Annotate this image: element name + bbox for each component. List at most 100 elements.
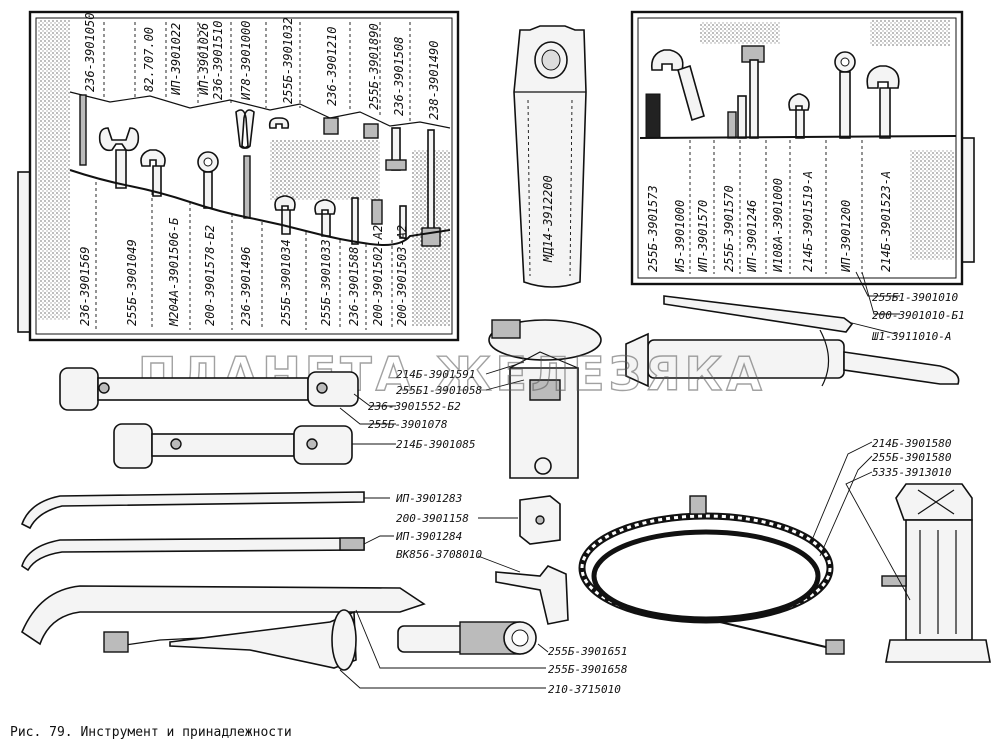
part-label: 82.707.00 — [142, 27, 156, 92]
part-label: И78-3901000 — [239, 21, 253, 101]
lower-pocket-edge — [69, 169, 451, 246]
jack-cap-icon — [895, 483, 973, 521]
open-wrench-icon — [98, 127, 140, 189]
callout-label: 210-3715010 — [548, 683, 621, 696]
jack-body-icon — [905, 519, 973, 641]
callout-label: 255Б-3901078 — [368, 418, 448, 431]
hammer-handle-icon — [749, 59, 759, 139]
callout-label: 5335-3913010 — [872, 466, 952, 479]
part-label: 255Б-3901570 — [722, 185, 736, 272]
socket-icon — [363, 123, 379, 139]
open-wrench-icon — [274, 195, 296, 235]
pry-bar-icon — [21, 585, 426, 646]
left-roll-tools — [79, 94, 441, 247]
right-roll-tools — [645, 45, 900, 139]
right-pocket-edge — [639, 135, 957, 139]
socket-wrench-bar-icon — [97, 377, 309, 401]
lever-callouts: ИП-3901283 ИП-3901284 — [363, 492, 462, 545]
part-label: ИП-3901200 — [839, 200, 853, 273]
part-label: ИП-3901246 — [745, 200, 759, 273]
hose-fitting-icon — [689, 495, 707, 515]
tire-lever-icon — [21, 491, 365, 530]
screwdriver-icon — [243, 155, 251, 219]
callout-label: 255Б-3901651 — [548, 645, 627, 658]
right-roll-strap — [961, 137, 975, 263]
air-hose — [578, 495, 845, 655]
callout-label: 200-3901158 — [396, 512, 469, 525]
hydraulic-jack — [881, 483, 991, 663]
hose-chuck-icon — [825, 639, 845, 655]
part-label: ИП-3901026 — [197, 23, 211, 96]
part-label: 238-3901490 — [427, 41, 441, 120]
socket-wrench-end-icon — [307, 371, 359, 407]
part-label: 236-3901508 — [392, 37, 406, 116]
plug-icon — [103, 631, 129, 653]
callout-label: 214Б-3901591 — [396, 368, 475, 381]
small-callouts: 200-3901158 ВК856-3708010 — [396, 512, 521, 573]
callout-label: 236-3901552-Б2 — [368, 400, 461, 413]
part-label: М204А-3901506-Б — [167, 217, 181, 327]
callout-label: 214Б-3901085 — [396, 438, 475, 451]
left-top-pocket-lines — [103, 22, 411, 122]
tool-pouch: МД14-3912200 — [513, 25, 587, 288]
tire-pump — [488, 319, 602, 479]
left-top-labels: 236-3901050 82.707.00 ИП-3901022 ИП-3901… — [83, 13, 441, 120]
grease-gun — [625, 295, 960, 388]
callout-label: ВК856-3708010 — [396, 548, 482, 561]
callout-label: 255Б-3901658 — [548, 663, 628, 676]
small-parts — [495, 495, 569, 625]
part-label: 236-3901210 — [325, 27, 339, 106]
tire-lever-icon — [21, 537, 365, 572]
right-roll-labels: 255Б-3901573 И5-3901000 ИП-3901570 255Б-… — [646, 171, 893, 273]
right-roll-callouts: 255Б1-3901010 200-3901010-Б1 Ш1-3911010-… — [839, 271, 965, 343]
socket-wrench-end-icon — [293, 425, 353, 465]
part-label: 214Б-3901519-А — [801, 171, 815, 272]
right-roll-frame — [630, 10, 964, 286]
callout-label: ИП-3901284 — [395, 530, 462, 543]
spanner-head-icon — [268, 117, 290, 129]
drift-icon — [79, 94, 87, 166]
part-label: ИП-3901570 — [696, 200, 710, 273]
part-label: 255Б-3901032 — [281, 17, 295, 104]
wheel-brace — [397, 621, 537, 655]
socket-wrench-end-icon — [113, 423, 153, 469]
part-label: 214Б-3901523-А — [879, 171, 893, 272]
adjustable-wrench-icon — [650, 49, 684, 71]
open-wrench-icon — [314, 199, 336, 237]
callout-label: 214Б-3901580 — [872, 437, 952, 450]
socket-icon — [371, 199, 383, 225]
part-label: ИП-3901022 — [169, 23, 183, 96]
left-bottom-labels: 236-3901569 255Б-3901049 М204А-3901506-Б… — [78, 217, 409, 327]
callout-label: 255Б-3901580 — [872, 451, 952, 464]
part-label: И108А-3901000 — [771, 178, 785, 273]
part-label: 200-3901502-А2 — [371, 225, 385, 326]
part-label: 255Б-3901033 — [319, 239, 333, 326]
part-label: И5-3901000 — [673, 200, 687, 273]
hose-tail-icon — [719, 621, 831, 649]
bracket-icon — [495, 565, 569, 625]
callout-label: 255Б1-3901010 — [872, 291, 958, 304]
left-tool-roll: 236-3901050 82.707.00 ИП-3901022 ИП-3901… — [17, 10, 460, 342]
long-rod-icon — [427, 129, 435, 231]
right-tool-roll: 255Б-3901573 И5-3901000 ИП-3901570 255Б-… — [630, 10, 975, 286]
pouch-label: МД14-3912200 — [541, 175, 555, 263]
left-bottom-pocket-lines — [95, 182, 393, 330]
bottom-callouts: 255Б-3901651 255Б-3901658 210-3715010 — [339, 609, 628, 696]
open-wrench-icon — [788, 93, 810, 139]
part-label: 255Б-3901034 — [279, 239, 293, 326]
grease-gun-nozzle-icon — [843, 351, 960, 385]
part-label: 236-3901510 — [211, 21, 225, 100]
funnel-icon — [169, 610, 357, 669]
wrench-callouts: 236-3901552-Б2 255Б-3901078 214Б-3901085 — [339, 393, 475, 451]
hex-socket-body-icon — [509, 367, 579, 479]
jack-callouts: 214Б-3901580 255Б-3901580 5335-3913010 — [811, 437, 952, 601]
part-label: 200-3901578-Б2 — [203, 225, 217, 326]
callout-label: ИП-3901283 — [395, 492, 462, 505]
tire-levers — [21, 491, 365, 572]
part-label: 236-3901569 — [78, 247, 92, 326]
right-pocket-lines — [689, 140, 863, 274]
pump-callouts: 214Б-3901591 255Б1-3901058 — [396, 361, 525, 397]
screwdriver-handle-icon — [645, 93, 661, 139]
part-label: 236-3901588 — [347, 247, 361, 326]
